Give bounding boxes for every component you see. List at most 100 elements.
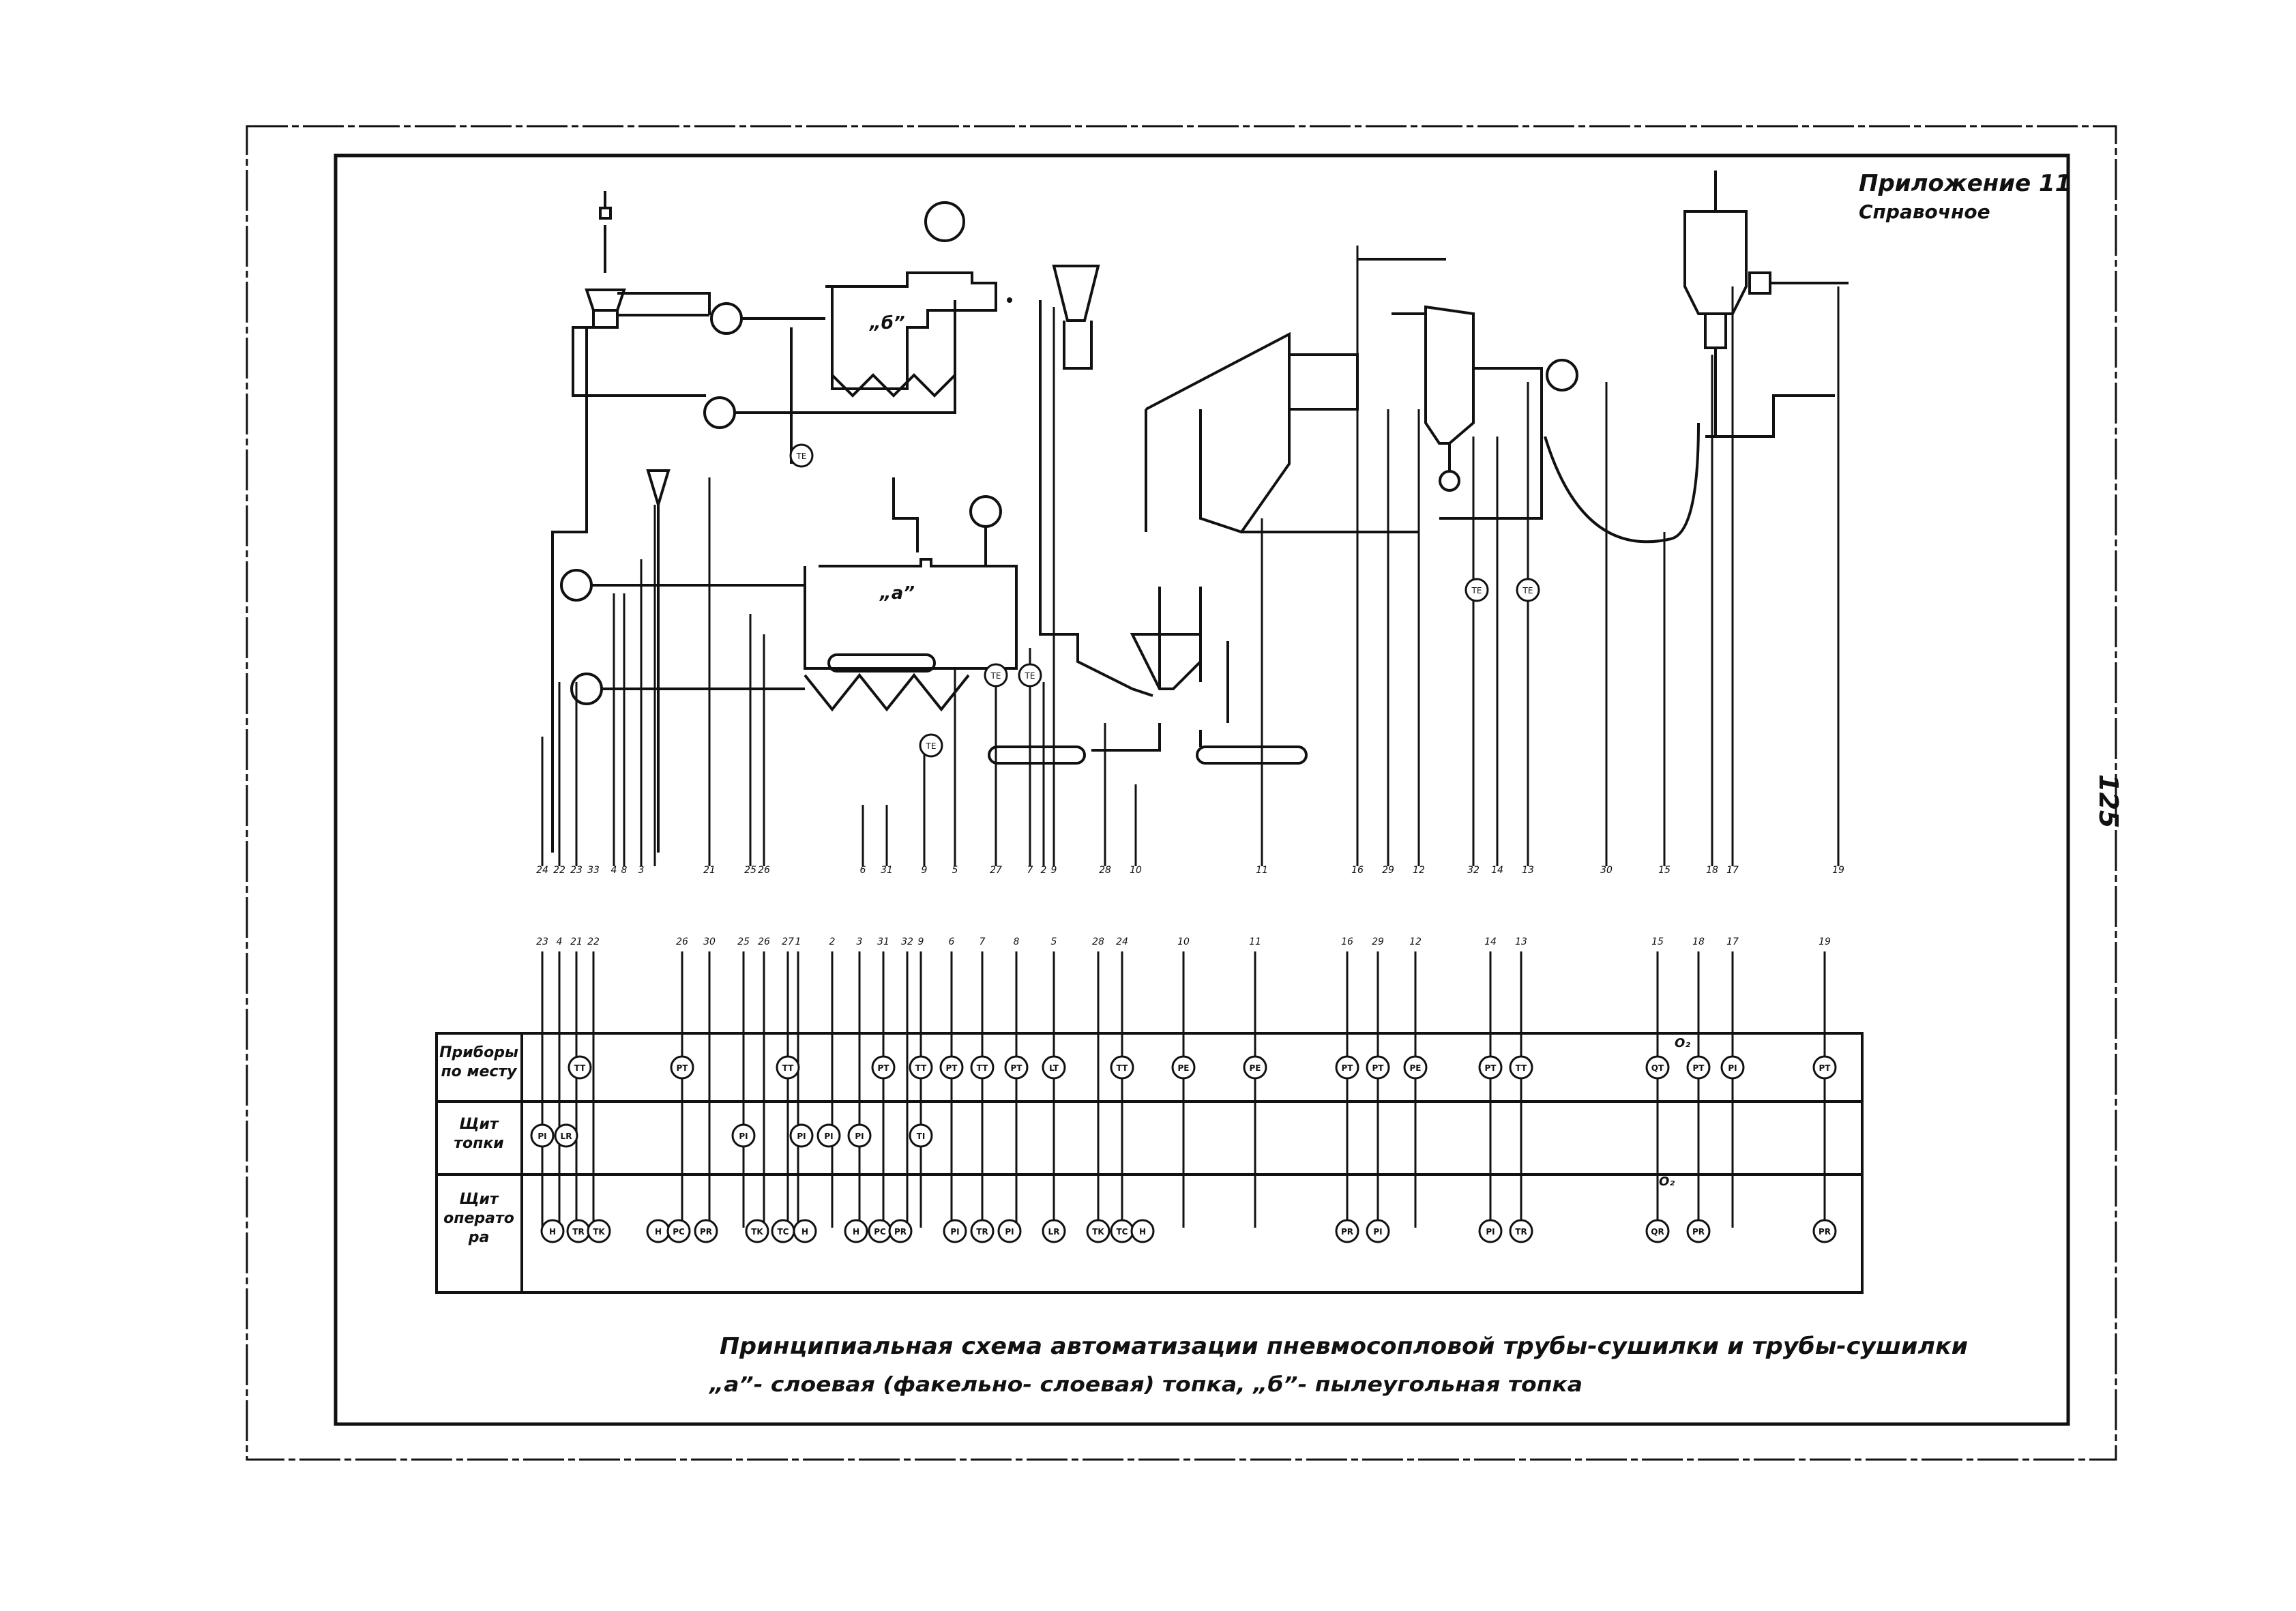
instrument-bubble [1509,1219,1533,1243]
line-number-bottom: 26 [676,936,688,947]
line-number-bottom: 5 [1051,936,1057,947]
cyclone-top [1683,171,1748,349]
instrument-tag: TT [782,1063,794,1073]
line-number-bottom: 7 [980,936,986,947]
instrument-bubble [1335,1055,1359,1080]
svg-text:TE: TE [1025,671,1035,681]
instrument-bubble [1243,1055,1267,1080]
instrument-tag: PE [1178,1063,1190,1073]
line-number-top: 29 [1382,865,1394,876]
pipe-cyclone-right [1705,282,1849,438]
instrument-bubble [1478,1219,1503,1243]
pipe-left-fans [592,469,805,853]
line-number-bottom: 29 [1372,936,1384,947]
instrument-tag: PI [1486,1227,1495,1237]
instrument-tag: TK [593,1227,605,1237]
grate-lower-left [988,745,1086,765]
line-number-top: 2 [1041,865,1047,876]
instrument-tag: TR [572,1227,584,1237]
instrument-tag: H [549,1227,556,1237]
line-number-top: 5 [952,865,958,876]
line-number-bottom: 1 [795,936,801,947]
instrument-bubble [666,1219,691,1243]
instrument-tag: TC [778,1227,789,1237]
line-number-bottom: 17 [1726,936,1739,947]
instrument-bubble [1403,1055,1428,1080]
instrument-bubble [1004,1055,1029,1080]
instrument-tag: PI [950,1227,959,1237]
instrument-bubble [793,1219,817,1243]
line-number-top: 13 [1522,865,1534,876]
table-row-labels: Приборы по месту Щит топки Щит операто р… [439,1044,518,1246]
svg-text:TE: TE [926,741,937,751]
pipe-burner-fan [617,292,825,320]
pipe-b-down [790,300,956,464]
instrument-tag: PR [1341,1227,1353,1237]
line-number-top: 19 [1832,865,1844,876]
svg-text:TE: TE [1522,586,1533,595]
line-number-top: 7 [1027,865,1033,876]
line-number-bottom: 30 [703,936,716,947]
instrument-bubble [943,1219,967,1243]
instrument-tag: TT [574,1063,586,1073]
instrument-bubble [1478,1055,1503,1080]
fan-upper-right [1007,297,1012,303]
instrument-tag: TT [977,1063,988,1073]
line-number-bottom: 25 [737,936,750,947]
reference-note: Справочное [1859,201,1990,223]
instrument-tag: PT [1819,1063,1831,1073]
instrument-tag: PE [1410,1063,1422,1073]
page-number: 125 [2093,774,2123,828]
instrument-bubble [568,1055,592,1080]
line-number-top: 21 [703,865,716,876]
fan-upper-left [710,302,743,335]
instrument-bubble [1645,1219,1670,1243]
instrument-tag: PI [538,1132,546,1141]
line-number-bottom: 9 [918,936,924,947]
fan-right [1546,359,1578,391]
instrument-tag: QR [1651,1227,1664,1237]
line-number-top: 31 [881,865,893,876]
instrument-bubble [670,1055,694,1080]
instrument-bubble [731,1123,756,1148]
instrument-bubble [1042,1055,1066,1080]
line-number-top: 10 [1130,865,1142,876]
instrument-tag: PC [874,1227,886,1237]
instrument-tag: PT [677,1063,689,1073]
outer-frame [246,125,2117,1461]
dryer-body [1145,331,1291,689]
signal-lines-upper [541,246,1840,866]
instrument-tag: PR [894,1227,907,1237]
line-number-bottom: 28 [1092,936,1104,947]
line-number-top: 4 [611,865,617,876]
line-number-bottom: 10 [1177,936,1190,947]
instrument-tag: LR [1048,1227,1060,1237]
instrument-bubble [554,1123,578,1148]
instrument-bubble [776,1055,800,1080]
line-number-top: 8 [621,865,628,876]
instrument-tag: H [655,1227,662,1237]
instrument-tag: PT [1693,1063,1705,1073]
line-number-bottom: 3 [857,936,863,947]
line-number-top: 3 [638,865,645,876]
furnace-b-body [825,271,997,390]
instrument-bubble [789,1123,814,1148]
line-number-bottom: 21 [570,936,583,947]
instrument-bubble [1335,1219,1359,1243]
instrument-tag: TK [1092,1227,1104,1237]
instrument-tag: TR [1515,1227,1527,1237]
line-number-bottom: 6 [949,936,955,947]
instrument-tag: H [853,1227,859,1237]
instrument-tag: PT [1011,1063,1023,1073]
loop-pipe [1544,422,1700,544]
diagram-tags [789,443,1540,758]
instrument-tag: TI [917,1132,926,1141]
pipe-dryer-out [1241,353,1419,533]
line-number-top: 11 [1256,865,1268,876]
line-number-top: 27 [990,865,1002,876]
instrument-tag: PI [1005,1227,1014,1237]
oxygen-tag-operator: O₂ [1659,1174,1675,1189]
